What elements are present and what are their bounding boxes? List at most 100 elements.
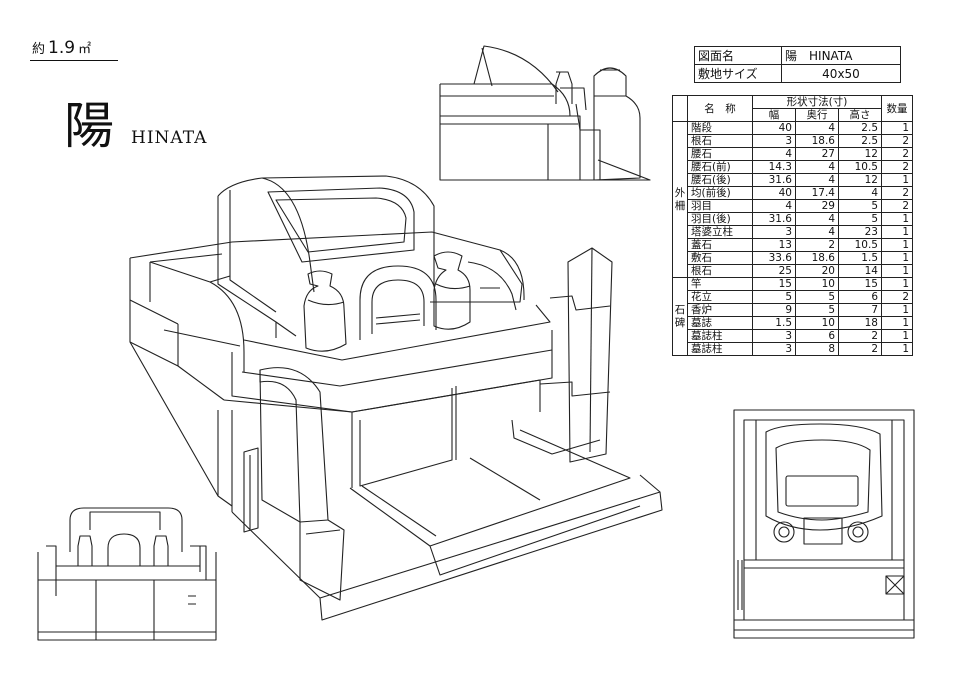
cell-qty: 1 xyxy=(881,225,913,239)
cell-qty: 1 xyxy=(881,329,913,343)
cell-depth: 18.6 xyxy=(795,251,839,265)
cell-name: 羽目(後) xyxy=(687,212,753,226)
cell-depth: 27 xyxy=(795,147,839,161)
header-dimensions: 形状寸法(寸) xyxy=(752,95,882,109)
cell-depth: 18.6 xyxy=(795,134,839,148)
cell-name: 塔婆立柱 xyxy=(687,225,753,239)
cell-height: 2.5 xyxy=(838,121,882,135)
cell-depth: 5 xyxy=(795,290,839,304)
title-label: 図面名 xyxy=(694,46,782,65)
title-block: 図面名 陽 HINATA 敷地サイズ 40x50 xyxy=(694,46,901,83)
cell-height: 15 xyxy=(838,277,882,291)
header-width: 幅 xyxy=(752,108,796,122)
cell-height: 1.5 xyxy=(838,251,882,265)
cell-qty: 2 xyxy=(881,290,913,304)
cell-width: 3 xyxy=(752,134,796,148)
cell-qty: 1 xyxy=(881,277,913,291)
area-prefix: 約 xyxy=(32,42,46,57)
spec-subheader-row: 幅 奥行 高さ xyxy=(673,108,913,122)
cell-name: 腰石(前) xyxy=(687,160,753,174)
cell-width: 5 xyxy=(752,290,796,304)
cell-name: 花立 xyxy=(687,290,753,304)
cell-width: 40 xyxy=(752,121,796,135)
group-label-char: 柵 xyxy=(674,199,686,212)
product-name-kanji: 陽 xyxy=(64,97,114,155)
title-value: 40x50 xyxy=(781,64,901,83)
cell-width: 9 xyxy=(752,303,796,317)
cell-width: 4 xyxy=(752,147,796,161)
cell-depth: 4 xyxy=(795,225,839,239)
header-name: 名 称 xyxy=(687,95,753,122)
cell-depth: 10 xyxy=(795,277,839,291)
cell-qty: 2 xyxy=(881,199,913,213)
plan-view xyxy=(734,410,914,638)
cell-depth: 17.4 xyxy=(795,186,839,200)
cell-qty: 1 xyxy=(881,238,913,252)
cell-width: 31.6 xyxy=(752,212,796,226)
group-label: 外柵 xyxy=(672,121,688,278)
cell-name: 墓誌 xyxy=(687,316,753,330)
cell-qty: 1 xyxy=(881,121,913,135)
cell-height: 5 xyxy=(838,212,882,226)
cell-name: 腰石(後) xyxy=(687,173,753,187)
header-depth: 奥行 xyxy=(795,108,839,122)
group-label: 石碑 xyxy=(672,277,688,356)
cell-height: 2 xyxy=(838,329,882,343)
cell-width: 33.6 xyxy=(752,251,796,265)
title-row-site-size: 敷地サイズ 40x50 xyxy=(694,64,901,83)
spec-header-row: 名 称 形状寸法(寸) 数量 xyxy=(672,95,913,122)
isometric-view xyxy=(130,176,662,620)
cell-depth: 4 xyxy=(795,173,839,187)
group-label-char: 外 xyxy=(674,186,686,199)
cell-name: 根石 xyxy=(687,134,753,148)
group-label-char: 石 xyxy=(674,303,686,316)
cell-width: 25 xyxy=(752,264,796,278)
cell-depth: 2 xyxy=(795,238,839,252)
cell-name: 均(前後) xyxy=(687,186,753,200)
area-unit: ㎡ xyxy=(78,42,92,57)
cell-qty: 2 xyxy=(881,147,913,161)
cell-qty: 2 xyxy=(881,134,913,148)
cell-width: 13 xyxy=(752,238,796,252)
title-label: 敷地サイズ xyxy=(694,64,782,83)
cell-depth: 6 xyxy=(795,329,839,343)
header-qty: 数量 xyxy=(881,95,913,122)
cell-height: 2.5 xyxy=(838,134,882,148)
cell-height: 14 xyxy=(838,264,882,278)
cell-qty: 1 xyxy=(881,212,913,226)
cell-width: 14.3 xyxy=(752,160,796,174)
cell-qty: 1 xyxy=(881,342,913,356)
cell-qty: 1 xyxy=(881,303,913,317)
cell-width: 3 xyxy=(752,342,796,356)
cell-width: 4 xyxy=(752,199,796,213)
cell-depth: 8 xyxy=(795,342,839,356)
cell-name: 敷石 xyxy=(687,251,753,265)
cell-height: 18 xyxy=(838,316,882,330)
cell-name: 腰石 xyxy=(687,147,753,161)
cell-depth: 5 xyxy=(795,303,839,317)
cell-height: 5 xyxy=(838,199,882,213)
cell-width: 3 xyxy=(752,329,796,343)
cell-qty: 2 xyxy=(881,160,913,174)
cell-name: 墓誌柱 xyxy=(687,342,753,356)
cell-height: 6 xyxy=(838,290,882,304)
cell-width: 15 xyxy=(752,277,796,291)
cell-qty: 1 xyxy=(881,264,913,278)
